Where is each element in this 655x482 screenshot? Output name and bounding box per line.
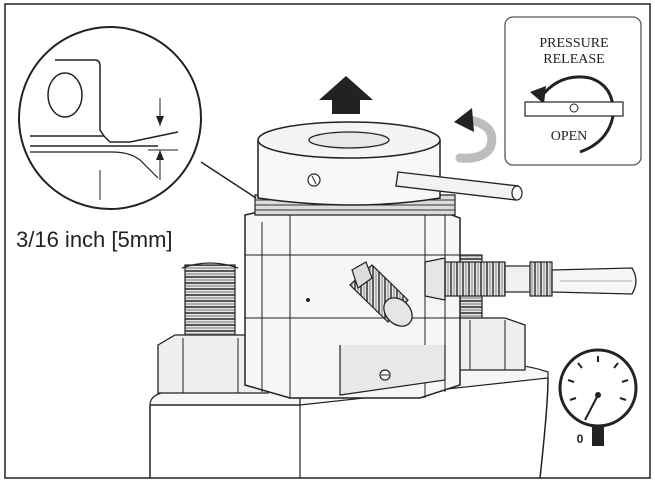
piston-cylinder — [257, 121, 441, 206]
hose-coupler — [424, 257, 637, 301]
gauge-zero-label: 0 — [577, 432, 584, 446]
tommy-bar — [395, 171, 523, 201]
up-arrow-icon — [319, 76, 373, 114]
pressure-release-title-2: RELEASE — [543, 52, 604, 67]
detail-magnifier-circle — [18, 26, 257, 210]
open-label: OPEN — [551, 129, 588, 144]
pressure-release-panel: PRESSURE RELEASE OPEN — [504, 16, 642, 166]
pressure-gauge-icon: 0 — [558, 348, 638, 446]
release-valve — [349, 261, 413, 327]
release-arc-arrow-icon — [538, 75, 615, 154]
left-stud-nut — [157, 262, 269, 394]
jack-body — [244, 204, 461, 399]
pressure-release-title-1: PRESSURE — [539, 36, 608, 51]
measurement-label: 3/16 inch [5mm] — [16, 227, 173, 252]
rotate-counterclockwise-icon — [454, 108, 497, 163]
